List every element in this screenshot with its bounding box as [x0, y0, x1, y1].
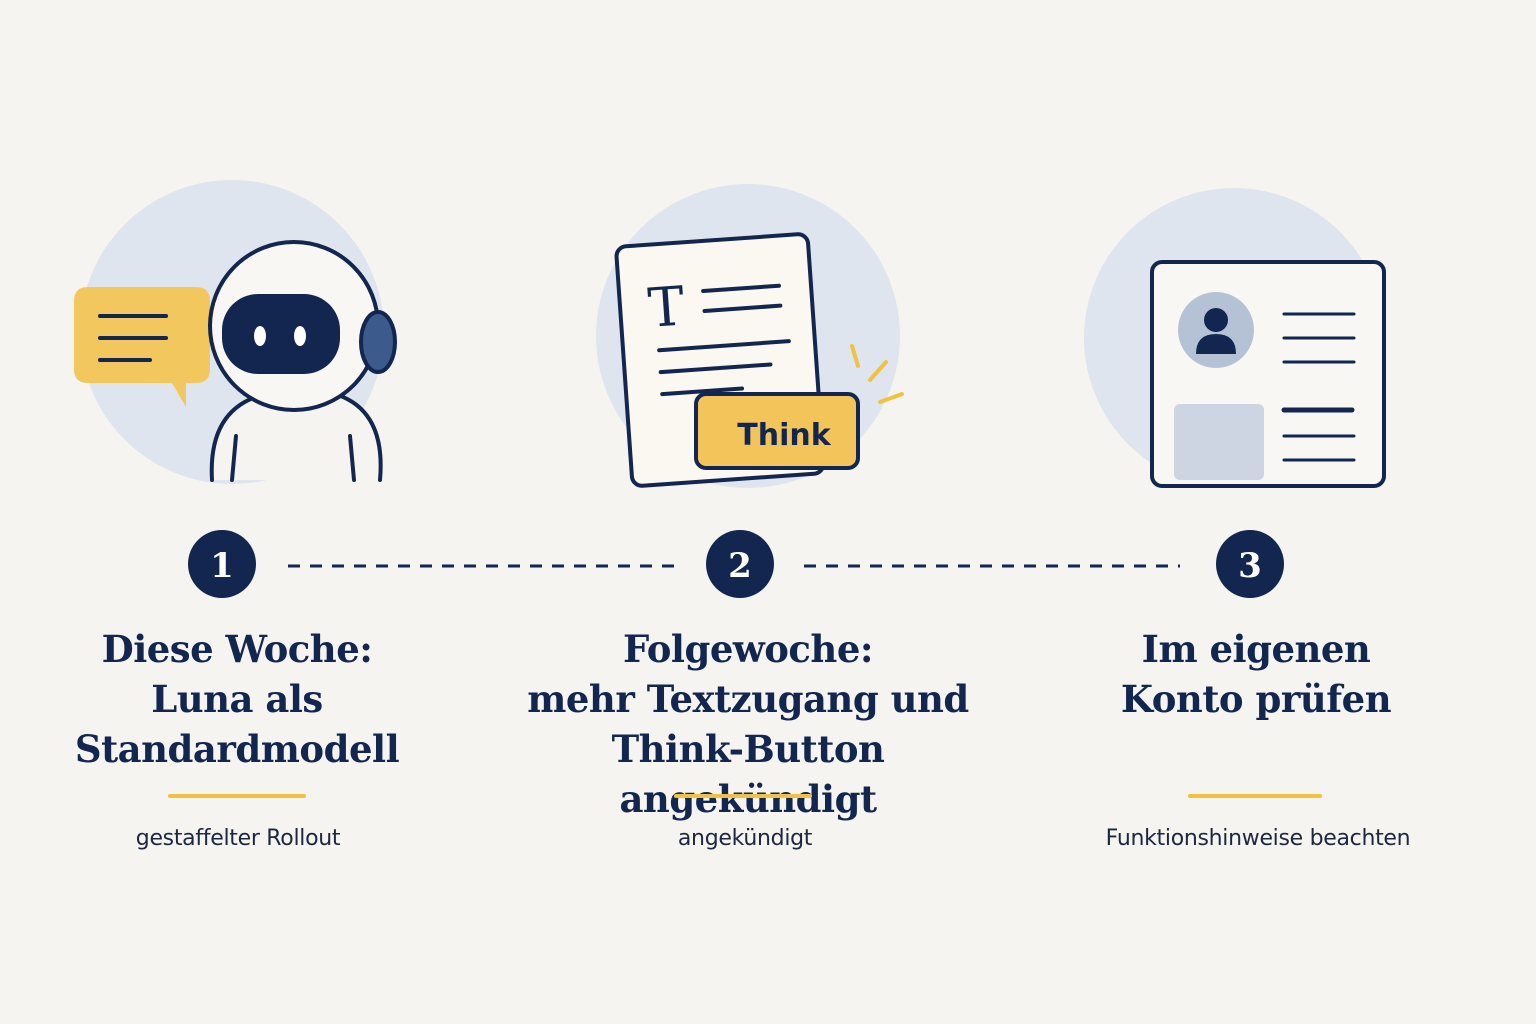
step-1-accent-underline [168, 794, 306, 798]
step-2-title-line-3: Think-Button angekündigt [611, 727, 885, 821]
robot-assistant-icon [74, 180, 397, 484]
step-2-number-badge: 2 [706, 530, 774, 598]
step-2-title: Folgewoche: mehr Textzugang und Think-Bu… [508, 624, 988, 824]
step-1-number: 1 [210, 546, 234, 586]
sparkle-icon [850, 344, 904, 404]
document-think-icon: T Think [596, 184, 904, 488]
step-1-title-line-1: Diese Woche: [101, 627, 373, 671]
image-placeholder [1174, 404, 1264, 480]
step-3-accent-underline [1188, 794, 1322, 798]
speech-bubble-icon [74, 287, 210, 407]
step-3-title-line-2: Konto prüfen [1120, 677, 1392, 721]
step-2-accent-underline [674, 794, 812, 798]
step-2-title-line-2: mehr Textzugang und [527, 677, 969, 721]
step-1-title-line-3: Standardmodell [74, 727, 400, 771]
step-3-title-line-1: Im eigenen [1141, 627, 1371, 671]
document-letter: T [646, 274, 686, 339]
step-3-number: 3 [1238, 546, 1262, 586]
step-1-title-line-2: Luna als [151, 677, 323, 721]
step-2-number: 2 [728, 546, 752, 586]
step-2-title-line-1: Folgewoche: [622, 627, 874, 671]
think-button-label: Think [737, 418, 831, 453]
profile-card-icon [1084, 188, 1386, 488]
think-button-icon: Think [694, 392, 860, 470]
step-3-title: Im eigenen Konto prüfen [1016, 624, 1496, 724]
step-1-subtitle: gestaffelter Rollout [135, 826, 341, 851]
step-1-number-badge: 1 [188, 530, 256, 598]
step-2-subtitle: angekündigt [677, 826, 813, 851]
avatar-icon [1178, 292, 1254, 368]
step-3-number-badge: 3 [1216, 530, 1284, 598]
step-3-subtitle: Funktionshinweise beachten [1105, 826, 1411, 851]
step-1-title: Diese Woche: Luna als Standardmodell [0, 624, 477, 774]
